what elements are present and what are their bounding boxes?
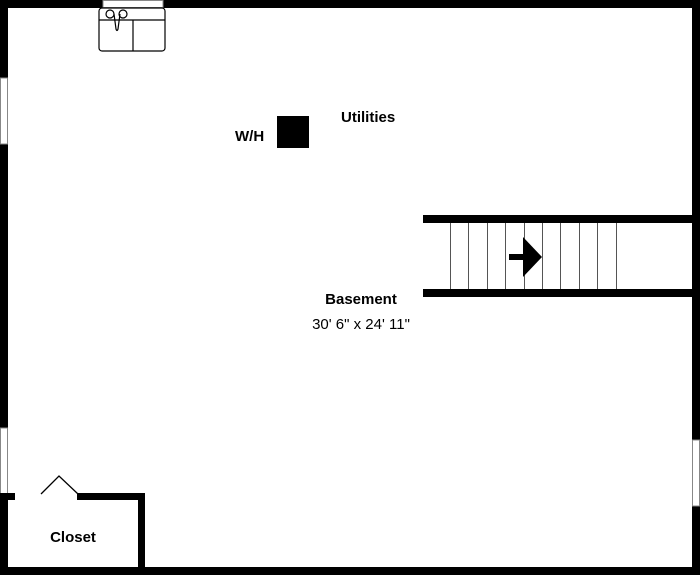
stair-direction-arrow-icon — [509, 237, 542, 277]
room-label-closet: Closet — [50, 529, 96, 546]
closet-walls — [0, 475, 145, 575]
stair-treads — [450, 223, 617, 289]
windows — [0, 0, 700, 507]
room-label-basement: Basement — [325, 291, 397, 308]
water-heater-label: W/H — [235, 128, 264, 145]
closet-wall-top-right — [77, 493, 145, 500]
wall-top — [0, 0, 700, 8]
stair-wall-bottom — [423, 289, 700, 297]
wall-right — [692, 0, 700, 575]
window-left-upper — [0, 77, 8, 145]
stair-wall-top — [423, 215, 700, 223]
water-heater-icon — [277, 116, 309, 148]
laundry-sink-icon — [98, 7, 166, 52]
closet-wall-top-left — [0, 493, 15, 500]
window-right-lower — [692, 439, 700, 507]
closet-door-icon — [40, 475, 79, 495]
stairs — [423, 215, 700, 297]
closet-wall-right — [138, 493, 145, 575]
wall-bottom — [0, 567, 700, 575]
window-top — [102, 0, 164, 8]
window-left-lower — [0, 427, 8, 495]
room-dimensions-basement: 30' 6" x 24' 11" — [312, 316, 410, 333]
wall-left — [0, 0, 8, 575]
room-label-utilities: Utilities — [341, 109, 395, 126]
